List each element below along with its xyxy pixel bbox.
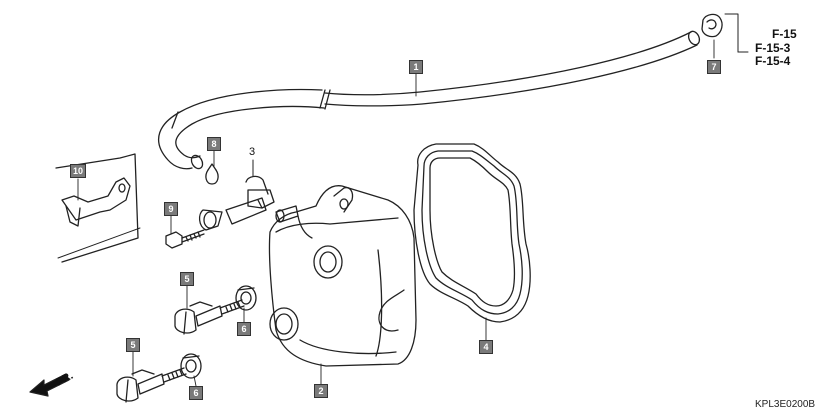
cylinder-head-cover: [268, 185, 417, 367]
callout-grommet-lower: 6: [189, 386, 203, 400]
front-direction-arrow: [29, 373, 70, 397]
bolt-lower: [116, 367, 187, 403]
small-clip: [205, 163, 219, 185]
callout-screw: 9: [164, 202, 178, 216]
breather-hose: [158, 30, 701, 170]
section-divider: [57, 227, 141, 259]
callout-clamp: 3: [249, 146, 256, 158]
callout-hose: 1: [409, 60, 423, 74]
callout-bolt-lower: 5: [126, 338, 140, 352]
callout-clip: 7: [707, 60, 721, 74]
callout-grommet-upper: 6: [237, 322, 251, 336]
reference-f15-3: F-15-3: [755, 41, 791, 55]
callout-small-clip: 8: [207, 137, 221, 151]
reference-f15: F-15: [772, 27, 797, 41]
callout-cover: 2: [314, 384, 328, 398]
hose-clip: [701, 13, 723, 38]
bracket: [55, 153, 139, 263]
bolt-upper: [174, 299, 245, 335]
grommet-upper: [235, 285, 257, 311]
callout-gasket: 4: [479, 340, 493, 354]
gasket: [413, 143, 531, 323]
leader-lines: [77, 39, 715, 387]
callout-bolt-upper: 5: [180, 272, 194, 286]
clamp-assembly: [198, 159, 275, 231]
diagram-code: KPL3E0200B: [755, 399, 816, 410]
callout-bracket: 10: [70, 164, 86, 178]
grommet-lower: [180, 353, 202, 379]
screw: [165, 229, 205, 249]
reference-f15-4: F-15-4: [755, 54, 791, 68]
